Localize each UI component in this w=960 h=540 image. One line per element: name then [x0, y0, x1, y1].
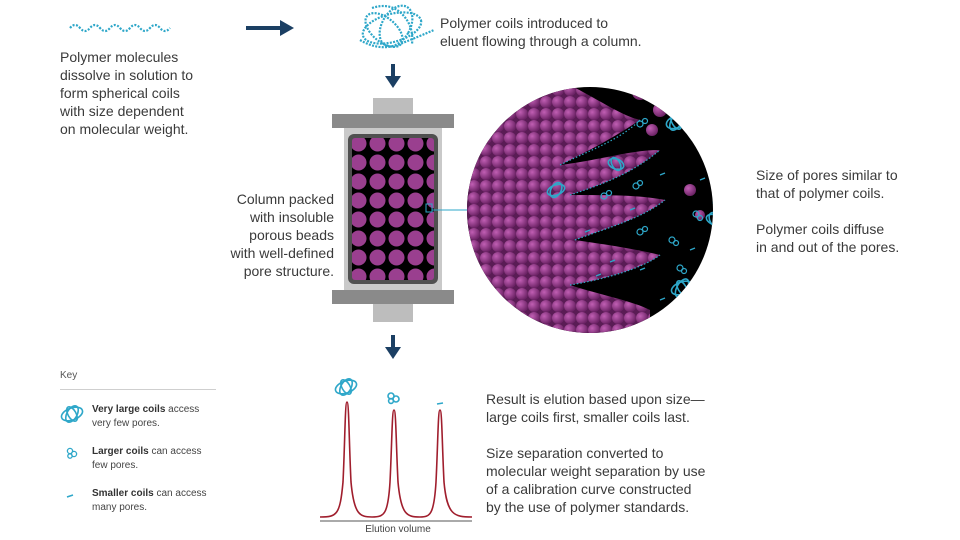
arrow-down-icon-2	[385, 335, 401, 359]
key-item-very-large: Very large coils access very few pores.	[92, 404, 200, 429]
column-label: Column packed with insoluble porous bead…	[230, 191, 335, 279]
pores-text-2: Polymer coils diffuse in and out of the …	[756, 221, 900, 255]
connector-line	[432, 209, 512, 211]
result-text-2: Size separation converted to molecular w…	[486, 445, 706, 515]
key-item-larger: Larger coils can access few pores.	[92, 446, 202, 471]
peak-icon	[319, 401, 473, 518]
result-text-1: Result is elution based upon size— large…	[486, 391, 705, 425]
axis-label: Elution volume	[365, 524, 431, 535]
arrow-right-icon	[246, 20, 294, 36]
smaller-coil-icon	[66, 494, 74, 498]
arrow-down-icon	[385, 64, 401, 88]
very-large-coil-icon	[60, 405, 84, 423]
key-divider	[60, 389, 216, 390]
intro-text: Polymer molecules dissolve in solution t…	[60, 49, 194, 137]
coils-intro-text: Polymer coils introduced to eluent flowi…	[440, 15, 642, 49]
coil-icon	[359, 4, 435, 49]
key-item-smaller: Smaller coils can access many pores.	[92, 488, 207, 513]
column-icon	[332, 98, 454, 322]
key-title: Key	[60, 370, 78, 381]
pores-text-1: Size of pores similar to that of polymer…	[756, 167, 898, 201]
larger-coil-icon	[66, 447, 78, 459]
chromatogram	[319, 378, 473, 522]
